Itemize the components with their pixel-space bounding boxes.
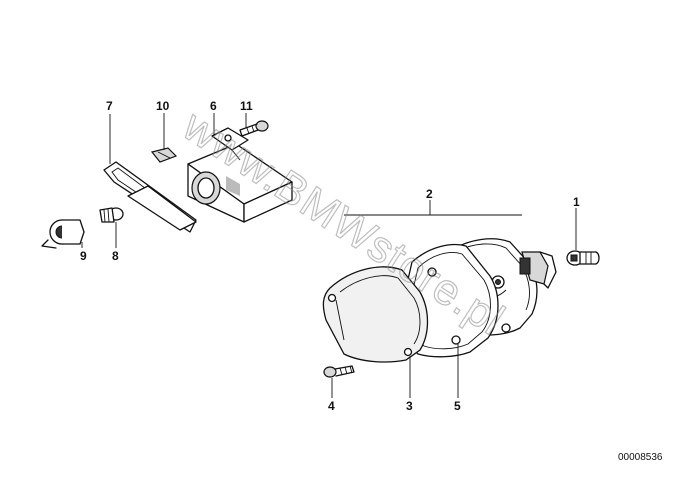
callout-7: 7 [106, 99, 113, 113]
small-bulb [99, 207, 124, 223]
callout-6: 6 [210, 99, 217, 113]
callout-4: 4 [328, 399, 335, 413]
clip-part-10 [150, 147, 178, 163]
screw-part-11 [239, 120, 269, 137]
callout-3: 3 [406, 399, 413, 413]
callout-1: 1 [573, 195, 580, 209]
leader-lines [81, 113, 577, 398]
lens-cover [322, 266, 429, 363]
callout-5: 5 [454, 399, 461, 413]
reference-number: 00008536 [618, 452, 663, 463]
callout-8: 8 [112, 249, 119, 263]
bulb [566, 250, 600, 266]
callout-9: 9 [80, 249, 87, 263]
plate-light-housing [187, 127, 293, 223]
screw-part-4 [323, 365, 355, 378]
gasket-part-7 [103, 161, 197, 233]
bulb-socket [41, 219, 85, 249]
callout-10: 10 [156, 99, 170, 113]
callout-2: 2 [426, 187, 433, 201]
callout-11: 11 [240, 99, 253, 113]
